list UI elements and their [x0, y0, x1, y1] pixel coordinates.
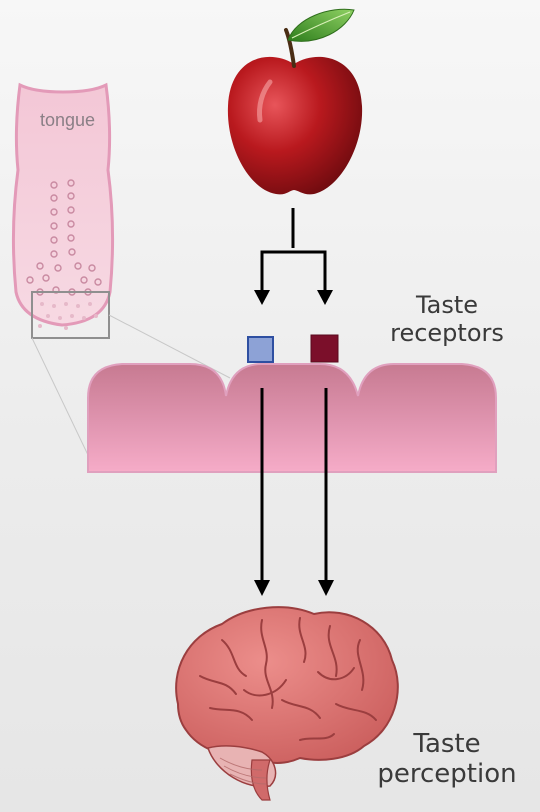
taste-receptors-label: Taste receptors — [372, 292, 522, 347]
arrow-heads-top — [254, 290, 333, 305]
arrow-heads-bottom — [254, 580, 334, 596]
arrow-icon — [262, 208, 325, 290]
taste-receptors-label-line1: Taste — [372, 292, 522, 320]
receptor-square-dark-red — [311, 335, 338, 362]
receptor-tissue — [88, 364, 496, 472]
taste-perception-label-line2: perception — [352, 760, 540, 790]
zoom-line-left — [32, 338, 88, 455]
taste-perception-label-line1: Taste — [352, 730, 540, 760]
apple-icon — [228, 9, 362, 194]
tongue-label-text: tongue — [40, 110, 95, 130]
taste-perception-label: Taste perception — [352, 730, 540, 790]
tongue-label: tongue — [10, 110, 125, 131]
receptor-square-blue — [248, 337, 273, 362]
taste-receptors-label-line2: receptors — [372, 320, 522, 348]
